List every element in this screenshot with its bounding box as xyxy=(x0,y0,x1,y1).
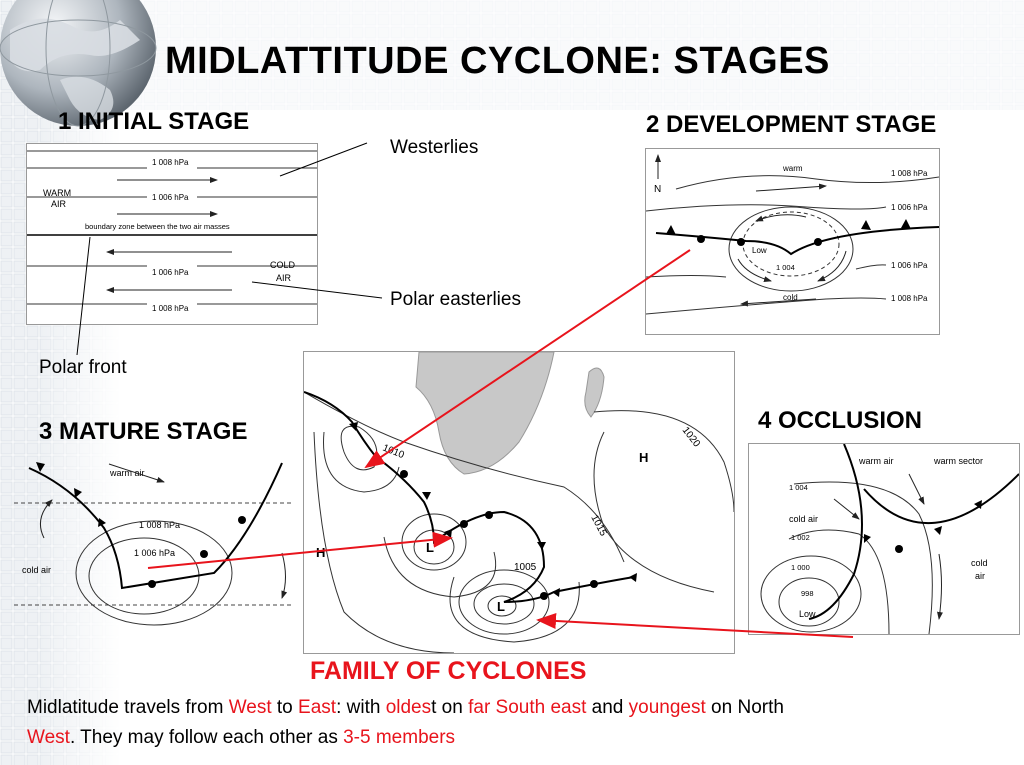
caption-text: Midlatitude travels from xyxy=(27,697,229,718)
globe-icon xyxy=(0,0,157,127)
isobar-label: 1 008 hPa xyxy=(891,169,928,178)
isobar-label: 998 xyxy=(801,589,814,598)
note-polar-easterlies: Polar easterlies xyxy=(390,289,521,310)
caption-highlight: West xyxy=(228,697,272,718)
arrow-occlusion-to-map xyxy=(536,612,854,638)
warm-air-label: warm air xyxy=(109,468,145,478)
caption-highlight: West xyxy=(27,727,70,748)
isobar-label: 1 008 hPa xyxy=(139,520,180,530)
high-pressure-label: H xyxy=(639,450,648,465)
caption: Midlatitude travels from West to East: w… xyxy=(27,693,987,753)
panel-family-map: 1010 1020 1015 H H L 1005 L xyxy=(303,351,735,654)
cold-air-label: AIR xyxy=(276,273,292,283)
family-title: FAMILY OF CYCLONES xyxy=(310,657,587,685)
madagascar-landmass xyxy=(584,367,605,418)
isobar-label: 1 006 hPa xyxy=(891,261,928,270)
isobar-label: 1 006 hPa xyxy=(891,203,928,212)
caption-text: to xyxy=(271,697,299,718)
caption-text: and xyxy=(586,697,629,718)
caption-highlight: 3-5 members xyxy=(343,727,456,748)
low-pressure-label: L xyxy=(426,540,434,555)
pointer-polar-easterlies xyxy=(251,281,383,299)
stage-label-mature: 3 MATURE STAGE xyxy=(39,418,248,445)
caption-text: t on xyxy=(431,697,469,718)
panel-occlusion: warm air warm sector 1 004 cold air 1 00… xyxy=(748,443,1020,635)
note-polar-front: Polar front xyxy=(39,357,127,378)
warm-label: warm xyxy=(782,164,803,173)
low-label: Low xyxy=(752,246,767,255)
isobar-label: 1 002 xyxy=(791,533,810,542)
stage-label-development: 2 DEVELOPMENT STAGE xyxy=(646,111,937,138)
cold-label: cold xyxy=(783,293,798,302)
isobar-label: 1 004 xyxy=(776,263,795,272)
note-westerlies: Westerlies xyxy=(390,137,479,158)
caption-highlight: far South east xyxy=(468,697,587,718)
isobar-label: 1 000 xyxy=(791,563,810,572)
north-label: N xyxy=(654,184,661,195)
isobar-label: 1 006 hPa xyxy=(152,268,189,277)
warm-air-label: warm air xyxy=(858,456,894,466)
high-pressure-label: H xyxy=(316,545,325,560)
isobar-label: 1 006 hPa xyxy=(152,193,189,202)
warm-sector-label: warm sector xyxy=(933,456,983,466)
arrow-development-to-map xyxy=(364,249,691,469)
boundary-label: boundary zone between the two air masses xyxy=(85,222,230,231)
cold-air-label: air xyxy=(975,571,985,581)
cold-air-label: cold xyxy=(971,558,988,568)
caption-highlight: youngest xyxy=(628,697,706,718)
caption-highlight: oldes xyxy=(385,697,432,718)
pointer-westerlies xyxy=(279,142,368,177)
cold-air-label: COLD xyxy=(270,260,296,270)
isobar-label: 1 008 hPa xyxy=(152,158,189,167)
panel-initial-stage: 1 008 hPa 1 006 hPa WARM AIR boundary zo… xyxy=(26,143,318,325)
africa-landmass xyxy=(415,352,555,475)
isobar-label: 1 004 xyxy=(789,483,808,492)
cold-air-label: cold air xyxy=(22,565,51,575)
warm-air-label: WARM xyxy=(43,188,71,198)
low-pressure-label: L xyxy=(497,599,505,614)
panel-development-stage: N warm 1 008 hPa 1 006 hPa Low 1 004 1 0… xyxy=(645,148,940,335)
isobar-label: 1 008 hPa xyxy=(891,294,928,303)
isobar-label: 1005 xyxy=(514,562,537,573)
isobar-label: 1 006 hPa xyxy=(134,548,175,558)
caption-text: : with xyxy=(336,697,386,718)
warm-air-label: AIR xyxy=(51,199,67,209)
caption-text: . They may follow each other as xyxy=(69,727,344,748)
cold-air-label: cold air xyxy=(789,514,818,524)
pointer-polar-front xyxy=(76,236,91,356)
isobar-label: 1 008 hPa xyxy=(152,304,189,313)
stage-label-occlusion: 4 OCCLUSION xyxy=(758,407,923,434)
arrow-mature-to-map xyxy=(147,531,453,569)
panel-mature-stage: warm air 1 008 hPa 1 006 hPa cold air xyxy=(14,448,294,663)
caption-text: on North xyxy=(705,697,784,718)
caption-highlight: East xyxy=(298,697,337,718)
page-title: MIDLATTITUDE CYCLONE: STAGES xyxy=(165,40,830,82)
low-label: Low xyxy=(799,609,816,619)
stage-label-initial: 1 INITIAL STAGE xyxy=(58,108,250,135)
